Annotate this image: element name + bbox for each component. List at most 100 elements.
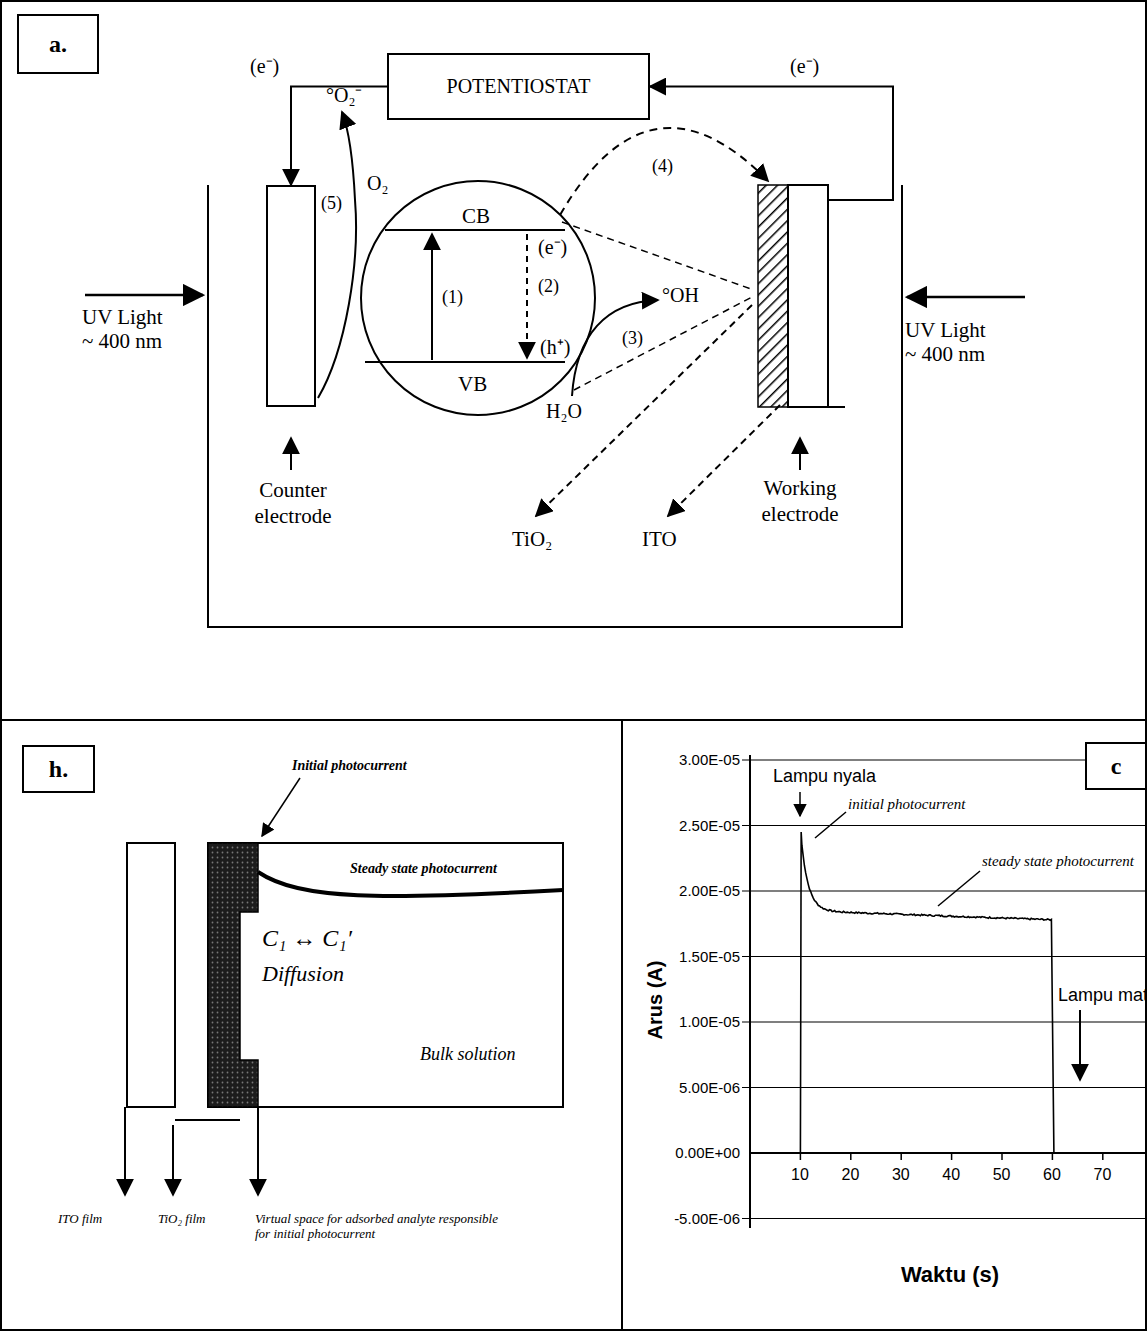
tick-label: 0.00E+00 — [675, 1144, 740, 1161]
instrument-box: POTENTIOSTAT — [387, 53, 650, 120]
label: H₂O — [546, 400, 582, 423]
leader-arrow — [173, 1120, 240, 1195]
tick-label: 10 — [791, 1166, 809, 1184]
leader-arrow — [262, 778, 300, 836]
panel-label: c — [1085, 742, 1147, 790]
reduction-arrow — [318, 112, 356, 398]
label: UV Light ~ 400 nm — [905, 318, 993, 366]
svg-line — [951, 1153, 953, 1160]
cell-wall — [208, 185, 902, 627]
leader-line — [938, 871, 980, 906]
cb-line — [385, 229, 565, 231]
label: initial photocurrent — [848, 796, 965, 813]
tick-label: 50 — [993, 1166, 1011, 1184]
tick-label: 60 — [1043, 1166, 1061, 1184]
excitation-arrow — [431, 234, 433, 360]
tick-label: 40 — [942, 1166, 960, 1184]
label: ITO — [642, 527, 677, 551]
svg-line — [749, 1153, 751, 1160]
label: ITO film — [58, 1212, 102, 1227]
edge-label: (e⁻) — [250, 55, 279, 78]
band-circle: CB VB — [360, 180, 596, 416]
label: Virtual space for adsorbed analyte respo… — [255, 1212, 505, 1242]
tick-label: 20 — [841, 1166, 859, 1184]
tick-label: 1.50E-05 — [679, 948, 740, 965]
svg-line — [742, 890, 1147, 891]
pointer-arrow — [668, 405, 780, 516]
edge-label: (e⁻) — [790, 55, 819, 78]
bulk-box — [208, 843, 563, 1107]
uv-arrow — [907, 296, 1025, 299]
svg-line — [1001, 1153, 1003, 1160]
label: (4) — [652, 156, 673, 177]
svg-line — [742, 1218, 1147, 1219]
node-text: a. — [43, 31, 73, 58]
ito-glass — [788, 185, 828, 407]
node-text: CB — [462, 206, 490, 227]
svg-line — [1102, 1153, 1104, 1160]
x-ticks — [750, 1153, 1103, 1160]
counter-electrode: Counter electrode — [266, 185, 316, 407]
label: Steady state photocurrent — [350, 861, 497, 877]
label: (2) — [538, 276, 559, 297]
node-text: Working electrode — [738, 475, 863, 528]
label: °O₂⁻ — [326, 84, 362, 107]
svg-line — [742, 825, 1147, 826]
leader-arrow — [1079, 1010, 1081, 1080]
tick-label: 2.50E-05 — [679, 817, 740, 834]
label: O₂ — [367, 172, 388, 195]
vb-line — [365, 361, 565, 363]
electrode-lead — [828, 406, 845, 408]
label: (1) — [442, 287, 463, 308]
leader-arrow — [257, 1107, 259, 1195]
svg-line — [850, 1153, 852, 1160]
tick-label: 3.00E-05 — [679, 751, 740, 768]
label: Waktu (s) — [901, 1262, 999, 1287]
label: (e⁻) — [538, 236, 567, 259]
label: TiO₂ — [512, 527, 552, 551]
label: Bulk solution — [420, 1044, 516, 1065]
leader-arrow — [799, 792, 801, 816]
svg-line — [1052, 1153, 1054, 1160]
label: Lampu nyala — [773, 766, 876, 787]
panel-label: h. — [22, 745, 95, 793]
zoom-line — [562, 222, 754, 290]
svg-line — [800, 1153, 802, 1160]
label: steady state photocurrent — [982, 853, 1134, 870]
panel-divider — [0, 719, 1147, 721]
node-text-2: VB — [458, 374, 487, 395]
label: Initial photocurrent — [292, 758, 407, 774]
label: °OH — [662, 284, 699, 307]
svg-line — [742, 956, 1147, 957]
panel-divider — [621, 720, 623, 1331]
node-text: POTENTIOSTAT — [441, 75, 597, 98]
leader-arrow — [124, 1107, 126, 1195]
ito-film — [127, 843, 175, 1107]
pointer-arrow — [536, 305, 752, 516]
label: Diffusion — [262, 961, 344, 986]
zoom-line — [574, 296, 754, 390]
tio2-layer — [758, 185, 788, 407]
recombination-arrow — [526, 234, 528, 358]
label: Lampu mat — [1058, 985, 1147, 1006]
tick-label: 1.00E-05 — [679, 1013, 740, 1030]
svg-line — [742, 1087, 1147, 1088]
transfer-arrow — [560, 128, 768, 215]
svg-line — [900, 1153, 902, 1160]
svg-line — [742, 1021, 1147, 1022]
pointer-arrow — [290, 438, 292, 470]
label: Arus (A) — [644, 961, 667, 1040]
y-axis — [749, 755, 751, 1228]
node-text: c — [1105, 753, 1128, 780]
wire-connector — [650, 87, 893, 201]
tick-label: -5.00E-06 — [674, 1210, 740, 1227]
node-text: h. — [43, 756, 74, 783]
uv-arrow — [85, 294, 203, 297]
tick-label: 2.00E-05 — [679, 882, 740, 899]
label: C₁ ↔ C₁′ — [262, 925, 352, 953]
tick-label: 5.00E-06 — [679, 1079, 740, 1096]
label: (5) — [321, 193, 342, 214]
